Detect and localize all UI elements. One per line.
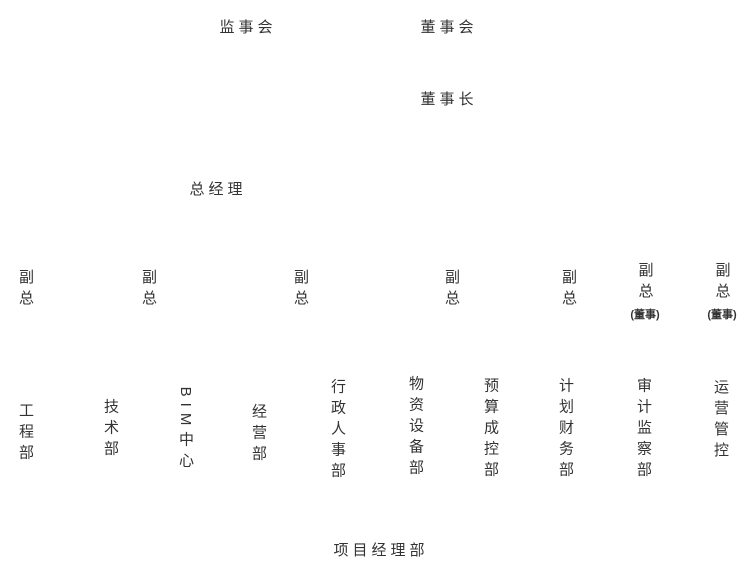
node-general-manager: 总经理 bbox=[189, 181, 247, 198]
node-dept-technology: 技术部 bbox=[102, 398, 119, 462]
node-dept-admin-hr: 行政人事部 bbox=[329, 378, 346, 484]
node-dept-planning-finance: 计划财务部 bbox=[557, 377, 574, 483]
node-deputy-5: 副总 bbox=[560, 269, 577, 311]
node-project-manager-dept: 项目经理部 bbox=[333, 542, 429, 559]
node-deputy-7: 副总 (董事) bbox=[707, 262, 736, 322]
node-dept-operation-control: 运营管控 bbox=[712, 379, 729, 463]
node-dept-engineering: 工程部 bbox=[17, 402, 34, 466]
deputy-6-note: (董事) bbox=[630, 309, 660, 321]
node-deputy-2: 副总 bbox=[140, 269, 157, 311]
node-deputy-4: 副总 bbox=[443, 269, 460, 311]
node-deputy-3: 副总 bbox=[292, 269, 309, 311]
node-dept-bim-center: BIM中心 bbox=[177, 386, 194, 474]
deputy-7-note: (董事) bbox=[707, 309, 737, 321]
node-deputy-1: 副总 bbox=[17, 269, 34, 311]
node-dept-audit-supervision: 审计监察部 bbox=[635, 377, 652, 483]
node-board-of-directors: 董事会 bbox=[420, 19, 478, 36]
node-deputy-6: 副总 (董事) bbox=[630, 262, 659, 322]
node-supervisory-board: 监事会 bbox=[219, 19, 277, 36]
deputy-6-label: 副总 bbox=[636, 262, 654, 304]
node-dept-operations: 经营部 bbox=[250, 403, 267, 467]
node-chairman: 董事长 bbox=[420, 91, 478, 108]
deputy-7-label: 副总 bbox=[713, 262, 731, 304]
node-dept-materials-equipment: 物资设备部 bbox=[407, 375, 424, 481]
node-dept-budget-cost-control: 预算成控部 bbox=[482, 377, 499, 483]
